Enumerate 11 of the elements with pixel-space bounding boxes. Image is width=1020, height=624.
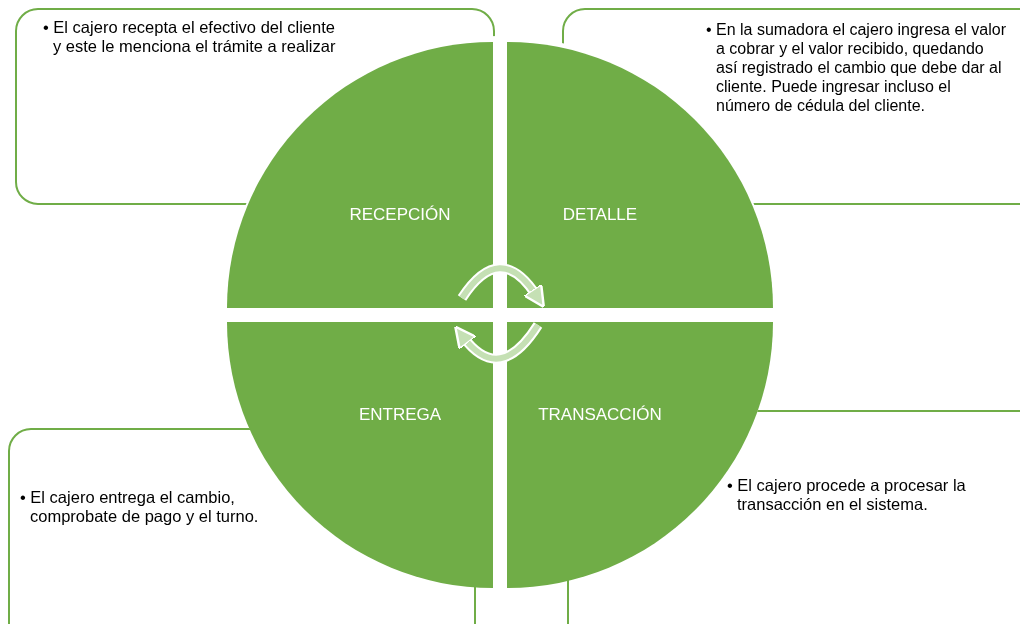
bullet-text: • El cajero entrega el cambio, comprobate de pago y el turno. — [20, 488, 260, 526]
text-panel — [15, 8, 495, 205]
text-panel — [562, 8, 1020, 205]
segment-label: ENTREGA — [358, 405, 442, 425]
bullet-text: • El cajero recepta el efectivo del cliente y este le menciona el trámite a realizar — [43, 18, 337, 56]
bullet-text: • El cajero procede a procesar la transacción en el sistema. — [727, 476, 967, 514]
text-panel — [8, 428, 476, 624]
segment-label: RECEPCIÓN — [349, 205, 451, 225]
segment-label: DETALLE — [562, 205, 638, 225]
segment-label: TRANSACCIÓN — [538, 405, 662, 425]
bullet-text: • En la sumadora el cajero ingresa el valor a cobrar y el valor recibido, quedando así registrado el cambio que debe dar al cliente. Puede ingresar incluso el número de cédula del cliente. — [706, 20, 1006, 115]
